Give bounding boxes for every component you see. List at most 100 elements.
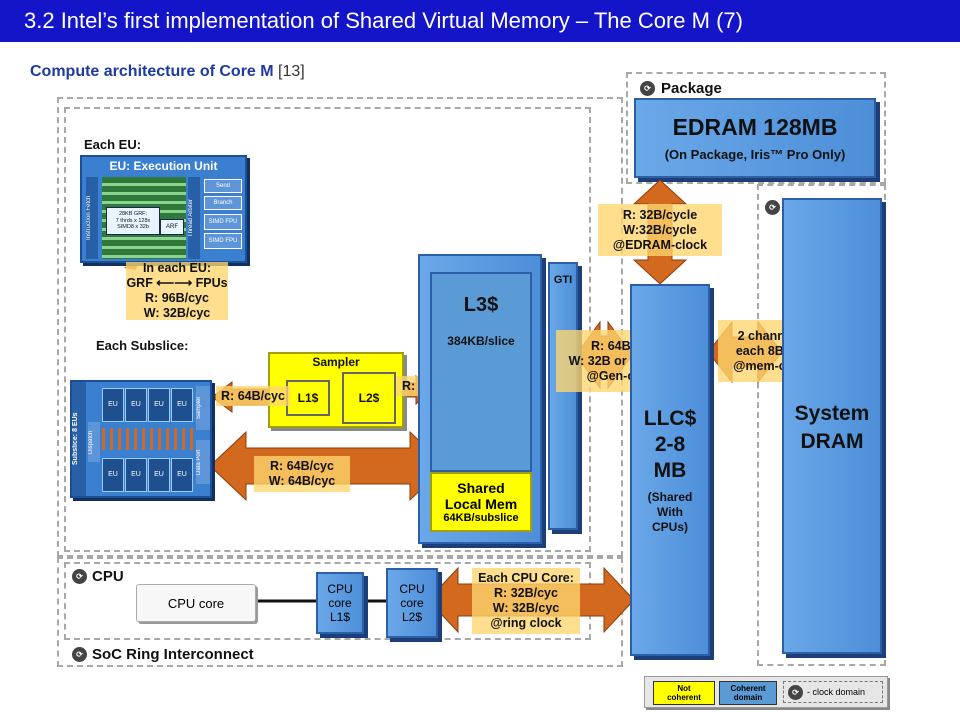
cpu-label: CPU <box>92 568 124 585</box>
subslice-internal-bus <box>102 428 194 450</box>
cpu-core-block: CPU core <box>136 584 256 622</box>
cpu-l2-line-2: core <box>400 596 424 610</box>
eu-heading: Each EU: <box>84 137 142 152</box>
clock-icon: ⟳ <box>72 647 87 662</box>
subslice-sampler-label: Sampler <box>196 386 210 430</box>
clock-icon: ⟳ <box>72 569 87 584</box>
sampler-l2-cache: L2$ <box>342 372 396 424</box>
eu-callout-write: W: 32B/cyc <box>143 306 211 320</box>
dataport-l3-callout: R: 64B/cyc W: 64B/cyc <box>254 456 350 492</box>
legend-coherent-1: Coherent <box>730 684 766 693</box>
grf-line-3: SIMD8 x 32b <box>117 224 149 231</box>
edram-link-callout: R: 32B/cycle W:32B/cycle @EDRAM-clock <box>598 204 722 256</box>
cpu-link-read: R: 32B/cyc <box>494 586 558 600</box>
llc-unit: MB <box>653 458 687 482</box>
edram-link-clock: @EDRAM-clock <box>612 237 708 252</box>
eu-grid: EU EU EU EU EU EU EU EU <box>102 388 194 492</box>
dram-region-outline <box>757 184 886 666</box>
dram-clock-marker: ⟳ <box>765 200 780 215</box>
clock-icon: ⟳ <box>765 200 780 215</box>
subtitle-text: Compute architecture of Core M <box>30 63 274 80</box>
clock-icon: ⟳ <box>788 684 803 700</box>
edram-link-read: R: 32B/cycle <box>622 207 698 222</box>
eu-chip: EU <box>125 458 147 492</box>
cpu-header: ⟳ CPU <box>72 568 124 585</box>
l3-subtitle: 384KB/slice <box>447 334 515 348</box>
dataport-l3-write: W: 64B/cyc <box>268 474 336 488</box>
legend-not-coherent-1: Not <box>677 684 691 693</box>
package-header: ⟳ Package <box>640 78 722 98</box>
l3-inner: L3$ 384KB/slice <box>430 272 532 472</box>
cpu-l1-block: CPU core L1$ <box>316 572 364 634</box>
dispatch-label: Dispatch <box>88 422 100 462</box>
branch-unit: Branch <box>204 196 242 210</box>
cpu-llc-callout: Each CPU Core: R: 32B/cyc W: 32B/cyc @ri… <box>472 568 580 634</box>
cpu-l2-line-3: L2$ <box>401 610 423 624</box>
subtitle-reference: [13] <box>278 63 305 80</box>
subslice-sampler-callout: R: 64B/cyc <box>216 386 290 406</box>
dram-title-2: DRAM <box>800 430 864 453</box>
grf-line-1: 28KB GRF: <box>118 211 148 218</box>
thread-arbiter-column: Thread Arbiter <box>188 177 200 259</box>
arf-box: ARF <box>160 219 184 235</box>
llc-size: 2-8 <box>654 432 686 456</box>
grf-box: 28KB GRF: 7 thrds x 128x SIMD8 x 32b <box>106 207 160 235</box>
eu-chip: EU <box>171 458 193 492</box>
eu-callout-read: R: 96B/cyc <box>145 291 209 305</box>
cpu-l1-line-1: CPU <box>327 582 353 596</box>
legend-not-coherent-2: coherent <box>667 693 701 702</box>
gti-block: GTI <box>548 262 578 530</box>
simd-fpu-1: SIMD FPU <box>204 214 242 230</box>
package-outline <box>626 72 886 184</box>
legend-clock-domain: ⟳ - clock domain <box>783 681 883 703</box>
edram-title: EDRAM 128MB <box>672 114 838 140</box>
gpu-inner-outline <box>64 107 591 552</box>
send-unit: Send <box>204 179 242 193</box>
subslice-heading: Each Subslice: <box>96 338 189 353</box>
eu-chip: EU <box>102 458 124 492</box>
ring-label: SoC Ring Interconnect <box>92 646 254 663</box>
subslice-side-label: Subslice: 8 EUs <box>72 382 86 496</box>
slm-title-line-1: Shared <box>457 480 505 496</box>
eu-callout: In each EU: GRF ⟵⟶ FPUs R: 96B/cyc W: 32… <box>126 261 228 320</box>
slide-title: 3.2 Intel’s first implementation of Shar… <box>0 0 960 42</box>
eu-chip: EU <box>148 458 170 492</box>
llc-sub-3: CPUs) <box>651 519 688 534</box>
system-dram-block: System DRAM <box>782 198 882 654</box>
grf-line-2: 7 thrds x 128x <box>115 217 151 224</box>
eu-chip: EU <box>102 388 124 422</box>
legend: Not coherent Coherent domain ⟳ - clock d… <box>644 676 888 708</box>
subslice-block: Subslice: 8 EUs Dispatch EU EU EU EU EU … <box>70 380 212 498</box>
eu-chip: EU <box>171 388 193 422</box>
cpu-l1-line-2: core <box>328 596 352 610</box>
eu-chip: EU <box>125 388 147 422</box>
sampler-l1-cache: L1$ <box>286 380 330 416</box>
clock-icon: ⟳ <box>640 80 655 96</box>
eu-title: EU: Execution Unit <box>109 159 218 173</box>
ring-header: ⟳ SoC Ring Interconnect <box>72 646 254 663</box>
llc-block: LLC$ 2-8 MB (Shared With CPUs) <box>630 284 710 656</box>
l3-title: L3$ <box>463 294 499 316</box>
instruction-fetch-column: Instruction Fetch <box>86 177 98 259</box>
l3-cache-block: L3$ 384KB/slice Shared Local Mem 64KB/su… <box>418 254 542 544</box>
cpu-l2-block: CPU core L2$ <box>386 568 438 638</box>
eu-callout-grf-fpu: GRF ⟵⟶ FPUs <box>126 276 228 290</box>
cpu-l1-line-3: L1$ <box>329 610 351 624</box>
legend-coherent-2: domain <box>733 693 763 702</box>
subslice-dataport-label: Data Port <box>196 440 210 484</box>
legend-clock-text: - clock domain <box>807 687 866 697</box>
cpu-l2-line-1: CPU <box>399 582 425 596</box>
dram-title-1: System <box>794 402 870 425</box>
slide-subtitle: Compute architecture of Core M [13] <box>30 63 305 81</box>
eu-block: EU: Execution Unit Instruction Fetch 28K… <box>80 155 247 263</box>
legend-coherent: Coherent domain <box>719 681 777 705</box>
gpu-region-outline <box>57 97 623 557</box>
sampler-title: Sampler <box>312 355 360 369</box>
cpu-link-clock: @ring clock <box>490 616 562 630</box>
eu-callout-title: In each EU: <box>142 261 212 275</box>
slm-subtitle: 64KB/subslice <box>443 512 519 524</box>
dataport-l3-read: R: 64B/cyc <box>270 459 334 473</box>
edram-link-write: W:32B/cycle <box>623 222 697 237</box>
shared-local-memory: Shared Local Mem 64KB/subslice <box>430 472 532 532</box>
llc-sub-1: (Shared <box>647 489 693 504</box>
